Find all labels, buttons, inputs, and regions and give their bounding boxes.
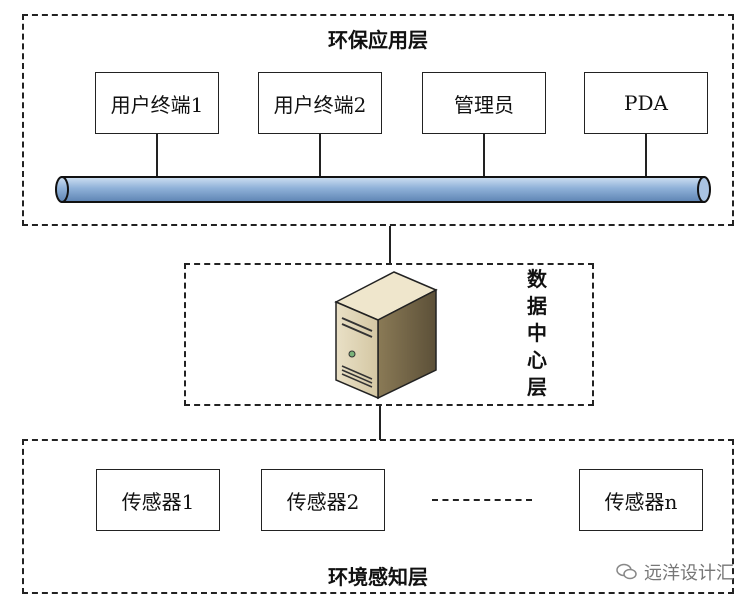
terminal-label: 用户终端2 [273,92,367,117]
sensor-label: 传感器n [604,489,678,514]
connector-line [319,134,321,178]
terminal-label: PDA [624,91,668,115]
terminal-box-2: 用户终端2 [258,72,382,134]
wechat-icon [616,563,637,580]
sensor-label: 传感器2 [286,489,360,514]
data-center-title-char: 层 [527,375,547,399]
data-center-title-char: 据 [527,294,547,318]
data-center-layer [184,263,594,406]
sensor-box-1: 传感器1 [96,469,220,531]
connector-line [379,406,381,440]
data-center-title-char: 心 [527,348,547,372]
sensing-layer-title: 环境感知层 [328,565,428,589]
ellipsis-dashes [432,499,532,501]
connector-line [483,134,485,178]
sensor-box-2: 传感器2 [261,469,385,531]
watermark: 远洋设计汇 [616,559,734,585]
terminal-box-1: 用户终端1 [95,72,219,134]
sensor-label: 传感器1 [121,489,195,514]
data-center-title: 数 据 中 心 层 [525,266,549,401]
app-layer: 环保应用层 [22,14,734,226]
watermark-text: 远洋设计汇 [644,563,734,584]
connector-line [645,134,647,178]
connector-line [389,226,391,264]
terminal-label: 用户终端1 [110,92,204,117]
data-center-title-char: 中 [527,321,547,345]
terminal-label: 管理员 [454,92,514,117]
sensing-layer: 环境感知层 [22,439,734,594]
app-layer-title: 环保应用层 [328,28,428,52]
connector-line [156,134,158,178]
sensor-box-n: 传感器n [579,469,703,531]
data-center-title-char: 数 [527,267,547,291]
pda-box: PDA [584,72,708,134]
admin-box: 管理员 [422,72,546,134]
